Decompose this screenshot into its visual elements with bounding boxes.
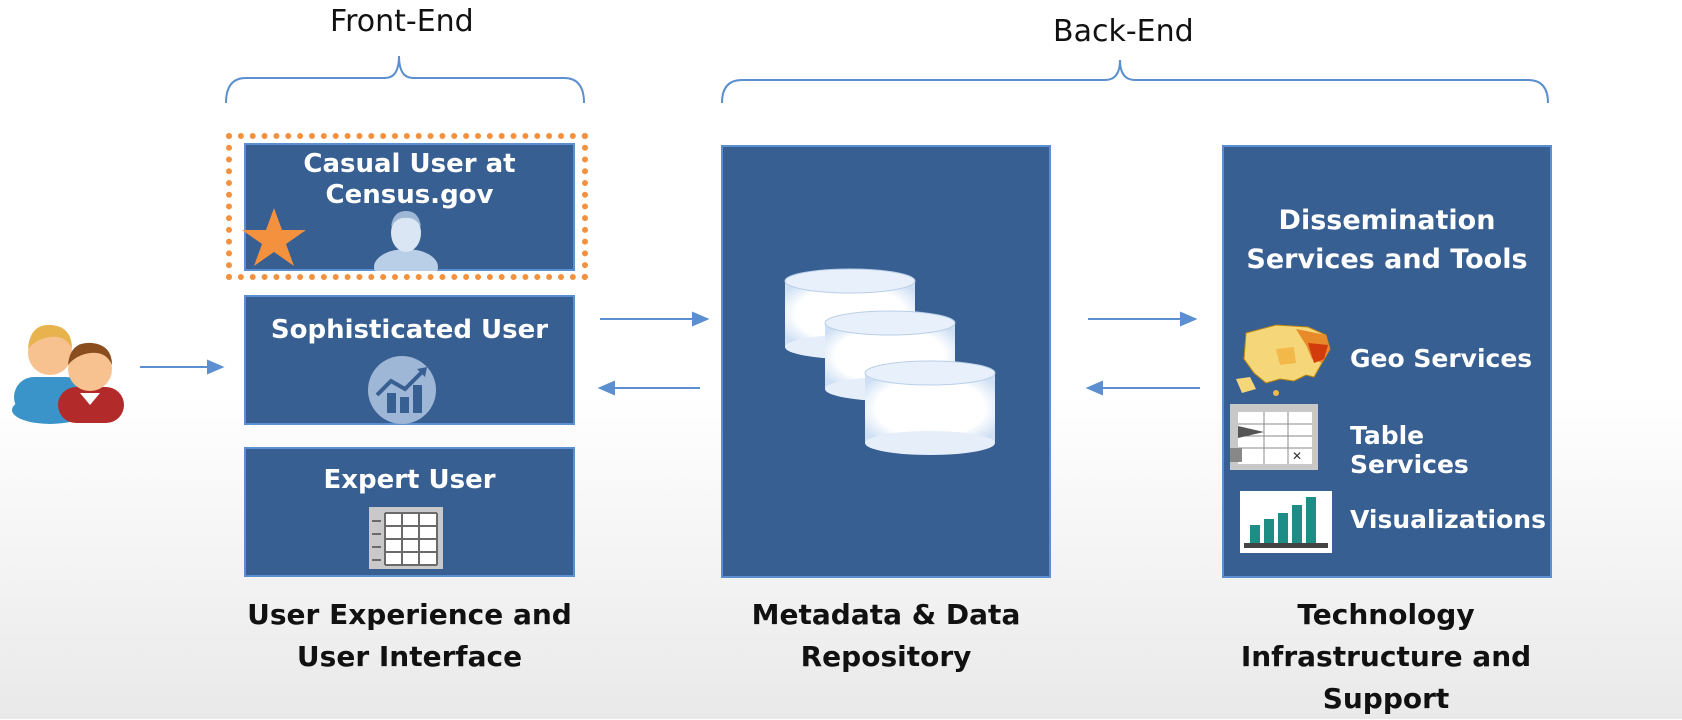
- svg-text:✕: ✕: [1292, 449, 1302, 463]
- repo-caption: Metadata & Data Repository: [751, 598, 1021, 673]
- person-icon: [374, 211, 438, 271]
- us-map-icon: [1236, 324, 1331, 396]
- spreadsheet-icon: [369, 507, 443, 569]
- expert-user-box[interactable]: Expert User: [244, 447, 575, 577]
- users-icon: [12, 324, 124, 424]
- geo-services-label: Geo Services: [1350, 344, 1533, 373]
- back-end-brace: [721, 59, 1549, 104]
- table-icon: ✕: [1230, 404, 1318, 470]
- star-icon: [242, 208, 306, 266]
- database-icon: [784, 268, 996, 455]
- casual-user-title: Casual User at Census.gov: [303, 149, 516, 210]
- table-services-label: Table Services: [1350, 421, 1469, 479]
- expert-user-title: Expert User: [323, 465, 496, 495]
- infra-caption: Technology Infrastructure and Support: [1240, 598, 1532, 715]
- casual-user-box[interactable]: Casual User at Census.gov: [244, 143, 575, 271]
- sophisticated-user-box[interactable]: Sophisticated User: [244, 295, 575, 425]
- front-end-brace: [225, 55, 585, 104]
- repository-box[interactable]: [721, 145, 1051, 578]
- back-end-label: Back-End: [1053, 14, 1194, 49]
- database-cylinder-3: [864, 360, 996, 455]
- front-end-label: Front-End: [330, 4, 474, 39]
- trend-chart-icon: [368, 356, 436, 424]
- ux-caption: User Experience and User Interface: [247, 598, 572, 673]
- bar-chart-icon: [1240, 491, 1332, 553]
- sophisticated-user-title: Sophisticated User: [270, 315, 549, 345]
- dissemination-box[interactable]: Dissemination Services and Tools Geo Ser…: [1222, 145, 1552, 578]
- visualizations-label: Visualizations: [1350, 505, 1546, 534]
- casual-user-highlight: [226, 133, 588, 280]
- dissemination-title: Dissemination Services and Tools: [1246, 205, 1528, 275]
